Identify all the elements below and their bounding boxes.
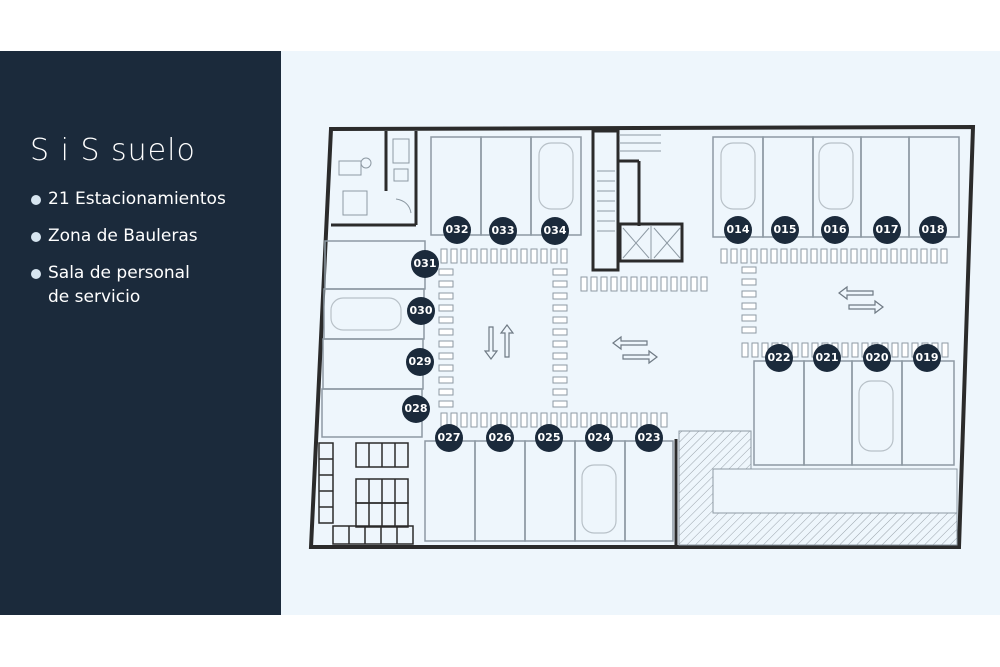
stairwell	[591, 129, 684, 272]
spot-badge: 023	[635, 424, 663, 452]
wheel-stops-vertical	[438, 266, 757, 408]
spot-badge: 028	[402, 395, 430, 423]
feature-parking: 21 Estacionamientos	[48, 189, 226, 209]
spot-badge: 029	[406, 348, 434, 376]
staff-room-furniture	[338, 138, 412, 216]
spot-badge: 032	[443, 216, 471, 244]
bullet-icon	[31, 232, 41, 242]
spot-badge: 019	[913, 344, 941, 372]
wheel-stops	[440, 248, 949, 428]
storage-lockers	[318, 442, 414, 545]
spot-badge: 018	[919, 216, 947, 244]
floor-plan	[308, 124, 976, 549]
car-outlines	[330, 142, 894, 534]
spot-badge: 026	[486, 424, 514, 452]
staff-room	[331, 131, 418, 227]
ramp-area	[678, 430, 958, 546]
bullet-icon	[31, 195, 41, 205]
feature-staff-room: Sala de personal de servicio	[48, 263, 190, 307]
spot-badge: 031	[411, 250, 439, 278]
floor-plan-panel: 032 033 034 014 015 016 017 018 031 030 …	[281, 51, 1000, 615]
spot-badge: 024	[585, 424, 613, 452]
traffic-arrows	[483, 285, 884, 365]
spot-badge: 016	[821, 216, 849, 244]
spot-badge: 020	[863, 344, 891, 372]
spot-badge: 034	[541, 217, 569, 245]
outer-wall	[308, 124, 976, 549]
spot-badge: 015	[771, 216, 799, 244]
sidebar: S i S suelo 21 Estacionamientos Zona de …	[0, 51, 281, 615]
elevators	[622, 226, 681, 259]
feature-storage: Zona de Bauleras	[48, 226, 198, 246]
spot-badge: 022	[765, 344, 793, 372]
spot-badge: 030	[407, 297, 435, 325]
spot-badge: 033	[489, 217, 517, 245]
stair-steps	[597, 134, 661, 232]
spot-badge: 027	[435, 424, 463, 452]
page-title: S i S suelo	[30, 133, 196, 168]
spot-badge: 017	[873, 216, 901, 244]
spot-badge: 021	[813, 344, 841, 372]
bullet-icon	[31, 269, 41, 279]
spot-badge: 014	[724, 216, 752, 244]
spot-badge: 025	[535, 424, 563, 452]
